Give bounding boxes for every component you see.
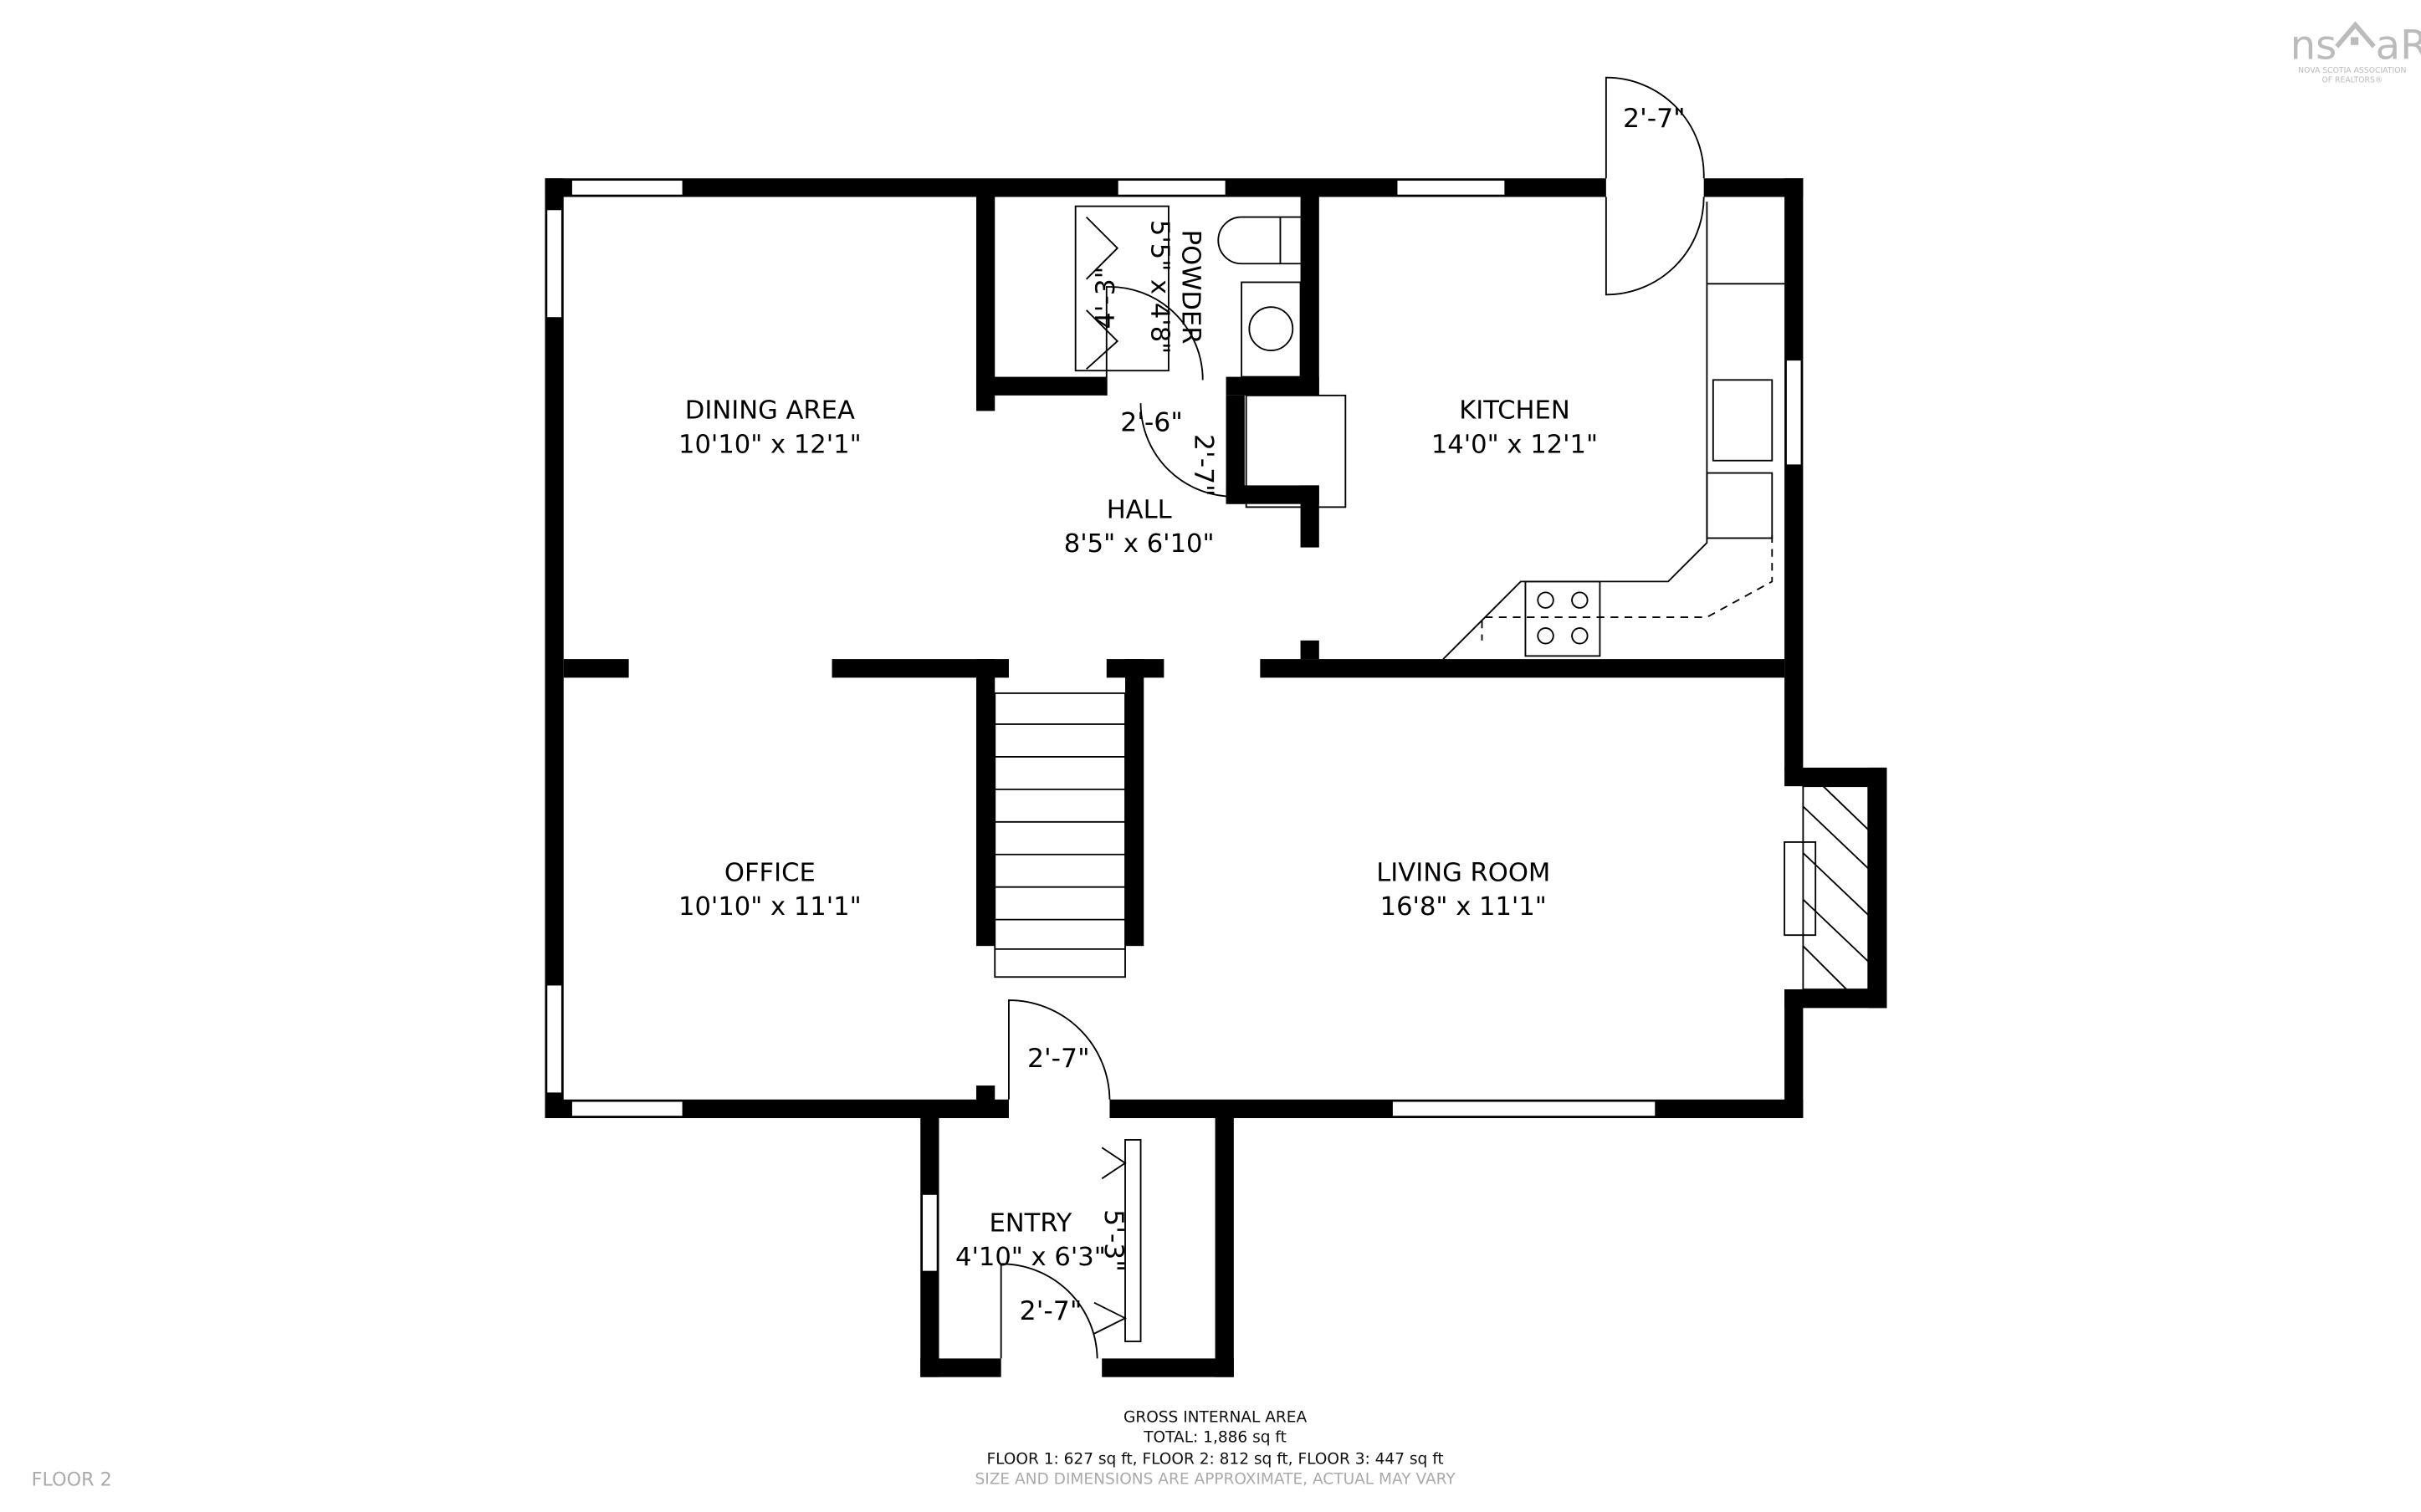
- area-total: TOTAL: 1,886 sq ft: [1143, 1429, 1287, 1447]
- room-labels: DINING AREA 10'10" x 12'1" KITCHEN 14'0"…: [678, 220, 1598, 1272]
- logo-wordmark: ns: [2290, 22, 2337, 69]
- dim-hall-door: 2'-7": [1188, 434, 1218, 497]
- floor-label: FLOOR 2: [32, 1469, 112, 1490]
- room-dims-dining: 10'10" x 12'1": [678, 430, 862, 459]
- room-dims-kitchen: 14'0" x 12'1": [1431, 430, 1598, 459]
- dim-entry-door: 2'-7": [1020, 1296, 1083, 1326]
- dimension-labels: 2'-7" 2'-6" 2'-7" 4'-3" 2'-7" 2'-7" 5'-3…: [1020, 104, 1686, 1326]
- svg-text:NOVA SCOTIA ASSOCIATION: NOVA SCOTIA ASSOCIATION: [2298, 66, 2406, 75]
- room-dims-hall: 8'5" x 6'10": [1064, 529, 1215, 559]
- room-dims-powder: 5'5" x 4'8": [1145, 220, 1175, 354]
- room-dims-entry: 4'10" x 6'3": [955, 1243, 1106, 1272]
- stairs: [994, 692, 1126, 978]
- room-name-hall: HALL: [1107, 495, 1172, 524]
- dim-entry-closet: 5'-3": [1098, 1209, 1129, 1272]
- dim-closet-width: 4'-3": [1091, 267, 1121, 329]
- dim-living-door: 2'-7": [1027, 1044, 1090, 1074]
- room-dims-living: 16'8" x 11'1": [1380, 892, 1547, 922]
- room-name-kitchen: KITCHEN: [1459, 396, 1570, 426]
- windows: [545, 176, 1803, 1379]
- room-name-powder: POWDER: [1176, 230, 1205, 345]
- doors: [1000, 76, 1705, 1359]
- area-summary: GROSS INTERNAL AREA TOTAL: 1,886 sq ft F…: [975, 1408, 1456, 1488]
- dim-kitchen-door: 2'-7": [1623, 104, 1686, 134]
- area-floors: FLOOR 1: 627 sq ft, FLOOR 2: 812 sq ft, …: [986, 1451, 1443, 1469]
- nsar-logo: ns aR NOVA SCOTIA ASSOCIATION OF REALTOR…: [2290, 21, 2421, 84]
- room-name-office: OFFICE: [724, 858, 816, 887]
- dim-hall-closet: 2'-6": [1120, 408, 1183, 438]
- svg-text:aR: aR: [2376, 22, 2421, 69]
- svg-text:OF REALTORS®: OF REALTORS®: [2321, 75, 2383, 84]
- area-title: GROSS INTERNAL AREA: [1123, 1408, 1307, 1426]
- room-dims-office: 10'10" x 11'1": [678, 892, 862, 922]
- room-name-living: LIVING ROOM: [1376, 858, 1550, 887]
- room-name-entry: ENTRY: [989, 1208, 1072, 1238]
- room-name-dining: DINING AREA: [685, 396, 855, 426]
- area-disclaimer: SIZE AND DIMENSIONS ARE APPROXIMATE, ACT…: [975, 1471, 1456, 1489]
- fixtures: [1217, 202, 1870, 991]
- walls: [545, 178, 1887, 1377]
